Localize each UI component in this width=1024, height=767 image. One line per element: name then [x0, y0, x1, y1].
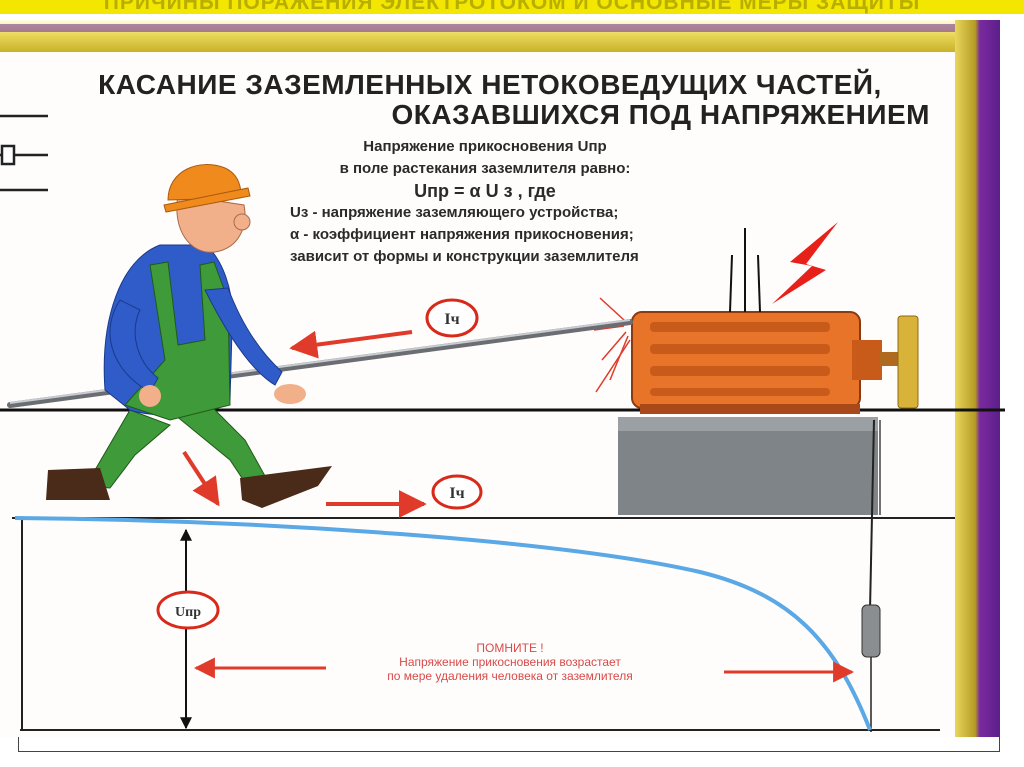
banner-text: ПРИЧИНЫ ПОРАЖЕНИЯ ЭЛЕКТРОТОКОМ И ОСНОВНЫ…: [103, 0, 921, 14]
definition-3: зависит от формы и конструкции заземлите…: [290, 248, 639, 265]
grounding-electrode: [861, 419, 881, 732]
title-line-1: КАСАНИЕ ЗАЗЕМЛЕННЫХ НЕТОКОВЕДУЩИХ ЧАСТЕЙ…: [98, 69, 882, 100]
bottom-bracket: [18, 737, 1000, 752]
frame-top-accent: [0, 24, 990, 32]
poster-title: КАСАНИЕ ЗАЗЕМЛЕННЫХ НЕТОКОВЕДУЩИХ ЧАСТЕЙ…: [40, 70, 940, 130]
current-arrow-leg: [182, 450, 220, 507]
foundation: [618, 417, 878, 515]
voltage-label: Uпр: [156, 590, 220, 630]
remember-line-2: по мере удаления человека от заземлителя: [387, 669, 633, 683]
current-arrow-upper: [289, 330, 413, 359]
svg-text:Iч: Iч: [449, 485, 464, 502]
remember-line-1: Напряжение прикосновения возрастает: [399, 655, 621, 669]
wall-wires: [0, 114, 48, 192]
worker-figure: [46, 164, 332, 508]
info-line-2: в поле растекания заземлителя равно:: [339, 160, 631, 177]
definition-2: α - коэффициент напряжения прикосновения…: [290, 226, 634, 243]
lightning-icon: [772, 222, 838, 304]
remember-note: ПОМНИТЕ ! Напряжение прикосновения возра…: [280, 641, 740, 683]
frame-right: [955, 20, 1000, 737]
current-label-lower: Iч: [431, 474, 483, 510]
remember-heading: ПОМНИТЕ !: [476, 641, 544, 655]
definition-1: Uз - напряжение заземляющего устройства;: [290, 204, 619, 221]
current-label-upper: Iч: [425, 298, 479, 338]
title-line-2: ОКАЗАВШИХСЯ ПОД НАПРЯЖЕНИЕМ: [391, 99, 930, 130]
electric-motor: [631, 228, 919, 414]
info-line-1: Напряжение прикосновения Uпр: [363, 138, 607, 155]
potential-curve: [14, 516, 872, 731]
formula-block: Напряжение прикосновения Uпр в поле раст…: [250, 136, 720, 268]
formula: Uпр = α U з , где: [414, 181, 556, 201]
metal-rod: [7, 319, 633, 408]
sparks-icon: [593, 297, 631, 393]
top-banner: ПРИЧИНЫ ПОРАЖЕНИЯ ЭЛЕКТРОТОКОМ И ОСНОВНЫ…: [0, 0, 1024, 14]
svg-text:Uпр: Uпр: [175, 605, 201, 620]
svg-text:Iч: Iч: [444, 311, 459, 328]
